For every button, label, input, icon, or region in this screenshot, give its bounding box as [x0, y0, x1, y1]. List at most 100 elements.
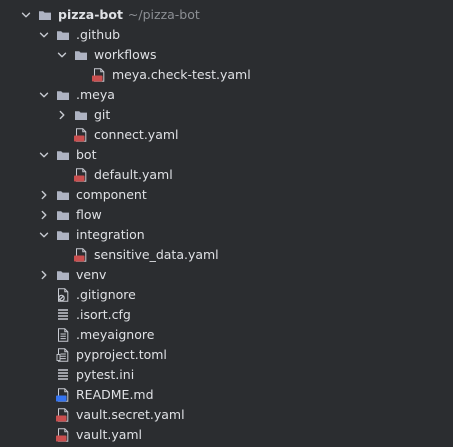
tree-item-label: git: [94, 105, 110, 125]
tree-folder-pizza-bot[interactable]: pizza-bot ~/pizza-bot: [0, 5, 453, 25]
project-tree: pizza-bot ~/pizza-bot .github workflows meya…: [0, 5, 453, 445]
tree-item-label: pizza-bot ~/pizza-bot: [58, 5, 200, 25]
tree-folder-bot[interactable]: bot: [0, 145, 453, 165]
tree-item-name: vault.secret.yaml: [76, 407, 185, 422]
chevron-right-icon[interactable]: [38, 185, 50, 205]
chevron-right-icon[interactable]: [56, 105, 68, 125]
tree-item-name: integration: [76, 227, 145, 242]
folder-icon: [56, 148, 70, 162]
tree-item-label: .isort.cfg: [76, 305, 131, 325]
chevron-down-icon[interactable]: [38, 145, 50, 165]
gitignore-file-icon: [56, 288, 70, 302]
chevron-down-icon[interactable]: [20, 5, 32, 25]
tree-item-name: default.yaml: [94, 167, 173, 182]
tree-item-label: meya.check-test.yaml: [112, 65, 251, 85]
tree-item-name: component: [76, 187, 147, 202]
chevron-right-icon[interactable]: [38, 265, 50, 285]
chevron-down-icon[interactable]: [38, 85, 50, 105]
tree-item-label: connect.yaml: [94, 125, 179, 145]
tree-item-label: vault.secret.yaml: [76, 405, 185, 425]
tree-item-name: sensitive_data.yaml: [94, 247, 219, 262]
tree-item-name: connect.yaml: [94, 127, 179, 142]
tree-item-name: pyproject.toml: [76, 347, 167, 362]
folder-icon: [56, 188, 70, 202]
folder-icon: [38, 8, 52, 22]
tree-folder-component[interactable]: component: [0, 185, 453, 205]
tree-folder-flow[interactable]: flow: [0, 205, 453, 225]
tree-item-label: integration: [76, 225, 145, 245]
tree-item-name: .gitignore: [76, 287, 136, 302]
chevron-down-icon[interactable]: [56, 45, 68, 65]
tree-item-label: bot: [76, 145, 96, 165]
tree-item-name: README.md: [76, 387, 154, 402]
tree-file-meya-check-test-yaml[interactable]: meya.check-test.yaml: [0, 65, 453, 85]
tree-item-label: flow: [76, 205, 102, 225]
tree-file-default-yaml[interactable]: default.yaml: [0, 165, 453, 185]
folder-icon: [74, 48, 88, 62]
tree-item-name: .meyaignore: [76, 327, 155, 342]
tree-item-name: flow: [76, 207, 102, 222]
tree-item-name: vault.yaml: [76, 427, 143, 442]
tree-item-name: meya.check-test.yaml: [112, 67, 251, 82]
tree-file-sensitive-data-yaml[interactable]: sensitive_data.yaml: [0, 245, 453, 265]
tree-item-name: venv: [76, 267, 107, 282]
yaml-file-icon: [74, 168, 88, 182]
tree-file-vault-yaml[interactable]: vault.yaml: [0, 425, 453, 445]
tree-item-label: .meya: [76, 85, 115, 105]
tree-item-name: .meya: [76, 87, 115, 102]
folder-icon: [56, 88, 70, 102]
tree-file-readme-md[interactable]: README.md: [0, 385, 453, 405]
tree-folder-venv[interactable]: venv: [0, 265, 453, 285]
tree-folder-workflows[interactable]: workflows: [0, 45, 453, 65]
tree-folder-github[interactable]: .github: [0, 25, 453, 45]
tree-item-label: .gitignore: [76, 285, 136, 305]
tree-item-label: pytest.ini: [76, 365, 134, 385]
chevron-down-icon[interactable]: [38, 225, 50, 245]
project-path-hint: ~/pizza-bot: [127, 7, 200, 22]
tree-item-label: workflows: [94, 45, 157, 65]
tree-item-name: git: [94, 107, 111, 122]
chevron-right-icon[interactable]: [38, 205, 50, 225]
tree-folder-integration[interactable]: integration: [0, 225, 453, 245]
tree-item-label: venv: [76, 265, 106, 285]
tree-item-label: sensitive_data.yaml: [94, 245, 219, 265]
tree-item-name: .github: [76, 27, 121, 42]
folder-icon: [56, 268, 70, 282]
tree-folder-meya[interactable]: .meya: [0, 85, 453, 105]
config-file-icon: [56, 368, 70, 382]
yaml-file-icon: [56, 408, 70, 422]
tree-item-label: .meyaignore: [76, 325, 154, 345]
folder-icon: [56, 228, 70, 242]
tree-item-name: pizza-bot: [58, 7, 123, 22]
tree-item-label: component: [76, 185, 147, 205]
yaml-file-icon: [74, 248, 88, 262]
markdown-file-icon: [56, 388, 70, 402]
config-file-icon: [56, 308, 70, 322]
tree-folder-git[interactable]: git: [0, 105, 453, 125]
yaml-file-icon: [56, 428, 70, 442]
yaml-file-icon: [92, 68, 106, 82]
tree-item-name: workflows: [94, 47, 157, 62]
tree-item-name: .isort.cfg: [76, 307, 131, 322]
tree-item-label: vault.yaml: [76, 425, 142, 445]
tree-item-label: .github: [76, 25, 120, 45]
tree-item-label: default.yaml: [94, 165, 173, 185]
toml-file-icon: [56, 348, 70, 362]
tree-file-gitignore[interactable]: .gitignore: [0, 285, 453, 305]
tree-file-connect-yaml[interactable]: connect.yaml: [0, 125, 453, 145]
text-file-icon: [56, 328, 70, 342]
folder-icon: [56, 208, 70, 222]
tree-file-meyaignore[interactable]: .meyaignore: [0, 325, 453, 345]
tree-item-name: pytest.ini: [76, 367, 135, 382]
tree-file-pytest-ini[interactable]: pytest.ini: [0, 365, 453, 385]
yaml-file-icon: [74, 128, 88, 142]
tree-item-label: README.md: [76, 385, 154, 405]
chevron-down-icon[interactable]: [38, 25, 50, 45]
tree-file-pyproject-toml[interactable]: pyproject.toml: [0, 345, 453, 365]
tree-item-name: bot: [76, 147, 97, 162]
folder-icon: [74, 108, 88, 122]
tree-file-vault-secret-yaml[interactable]: vault.secret.yaml: [0, 405, 453, 425]
tree-item-label: pyproject.toml: [76, 345, 167, 365]
folder-icon: [56, 28, 70, 42]
tree-file-isort-cfg[interactable]: .isort.cfg: [0, 305, 453, 325]
